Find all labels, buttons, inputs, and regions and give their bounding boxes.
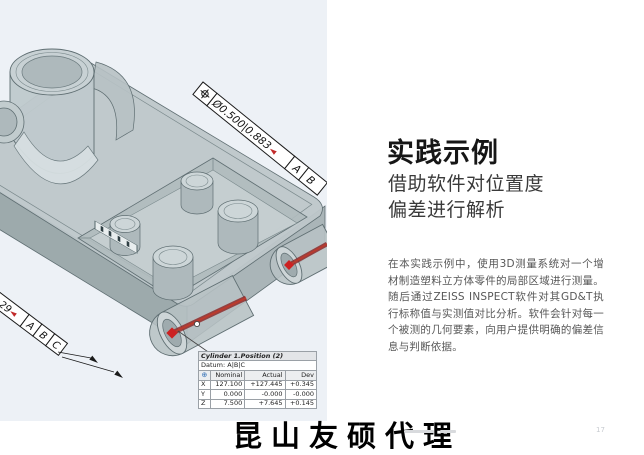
nominal-value: 127.100 (209, 379, 246, 391)
page-title: 实践示例 (387, 138, 499, 169)
dev-value: -0.000 (284, 389, 318, 400)
nominal-value: 0.000 (209, 389, 246, 400)
subtitle-line-1: 借助软件对位置度 (388, 173, 545, 195)
table-row: Z 7.500 +7.645 +0.145 (198, 398, 318, 410)
table-title: Cylinder 1.Position (2) (198, 350, 317, 362)
actual-value: +127.445 (244, 379, 286, 391)
col-dev: Dev (284, 369, 318, 381)
axis-label: Z (198, 398, 211, 410)
left-tube-stub (0, 100, 25, 144)
out-of-tolerance-marker: ◄ (7, 307, 19, 319)
measured-tube-right (269, 223, 327, 285)
table-row: Y 0.000 -0.000 -0.000 (198, 389, 318, 400)
page-number: 17 (596, 426, 605, 434)
watermark-text: 昆山友硕代理 (233, 419, 462, 453)
cad-model-rendering: Ø0.500|0.883 ◄ A B 29 ◄ A B C (0, 48, 327, 378)
fcf-datum-callout: 29 ◄ A B C (0, 275, 69, 357)
axis-label: X (198, 379, 211, 391)
actual-value: -0.000 (244, 389, 286, 400)
dev-value: +0.145 (284, 398, 318, 410)
table-row: X 127.100 +127.445 +0.345 (198, 379, 318, 391)
axis-label: Y (198, 389, 211, 400)
page-subtitle: 借助软件对位置度 偏差进行解析 (388, 171, 544, 223)
position-symbol-icon (200, 89, 210, 99)
measured-tube-front (149, 274, 255, 357)
cylinder-bosses (109, 171, 259, 301)
body-paragraph: 在本实践示例中，使用3D测量系统对一个增材制造塑料立方体零件的局部区域进行测量。… (388, 258, 604, 353)
nominal-value: 7.500 (209, 398, 246, 410)
col-actual: Actual (244, 369, 286, 381)
footer-fine-print (404, 430, 434, 433)
measurement-table: Cylinder 1.Position (2) Datum: A|B|C ⊕ N… (198, 350, 318, 410)
dev-value: +0.345 (284, 379, 318, 391)
subtitle-line-2: 偏差进行解析 (388, 199, 506, 221)
table-datum-row: Datum: A|B|C (198, 360, 317, 371)
col-nominal: Nominal (209, 369, 246, 381)
embedded-annotation (94, 220, 138, 254)
leader-arrows (57, 351, 123, 378)
actual-value: +7.645 (244, 398, 286, 410)
cad-viewport: Ø0.500|0.883 ◄ A B 29 ◄ A B C (0, 0, 327, 421)
position-column-icon: ⊕ (198, 369, 211, 381)
large-cylinder-model (9, 48, 135, 185)
out-of-tolerance-marker: ◄ (267, 145, 279, 157)
footer-fine-print (440, 430, 456, 433)
